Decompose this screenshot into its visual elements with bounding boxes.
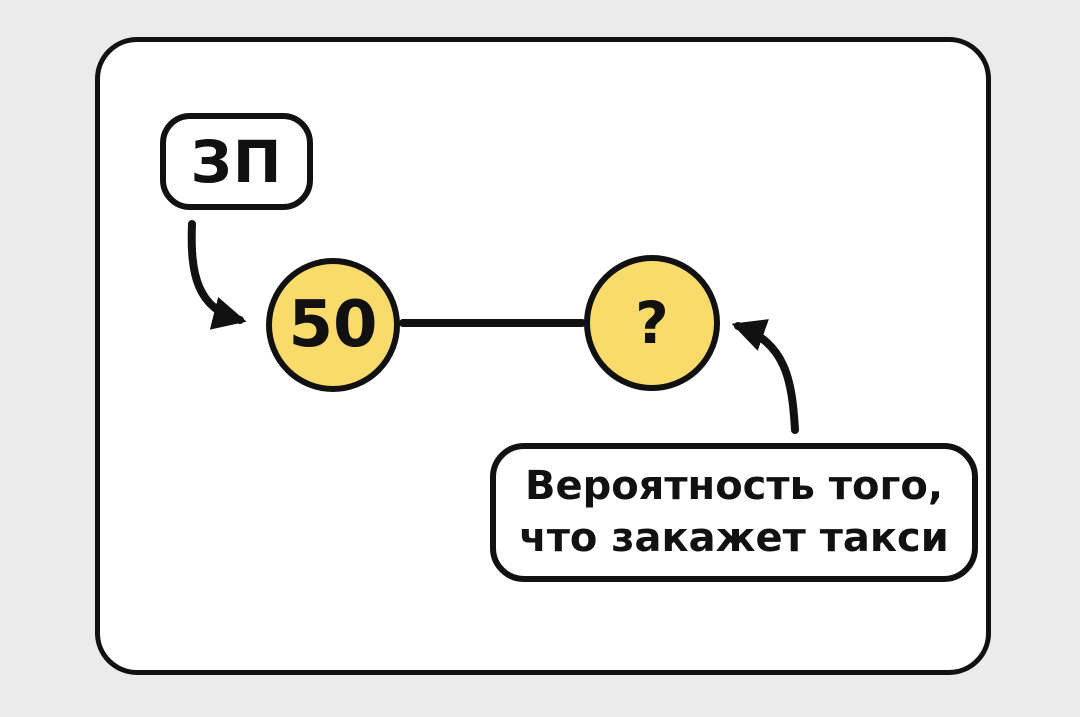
salary-node: 50: [266, 258, 400, 392]
probability-label: Вероятность того, что закажет такси: [490, 443, 978, 582]
salary-node-value: 50: [288, 288, 378, 362]
salary-label-text: ЗП: [190, 127, 283, 196]
probability-node-value: ?: [635, 289, 669, 357]
probability-label-line1: Вероятность того,: [524, 463, 944, 510]
salary-label: ЗП: [160, 113, 313, 210]
probability-label-line2: что закажет такси: [519, 514, 949, 561]
probability-node: ?: [584, 255, 720, 391]
